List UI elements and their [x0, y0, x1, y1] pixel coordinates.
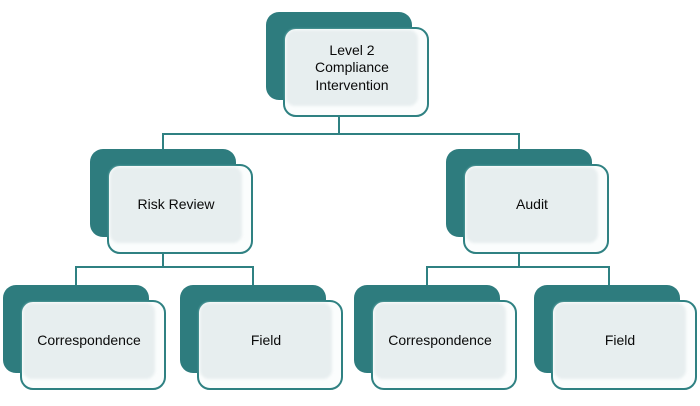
- node-label: Level 2 Compliance Intervention: [315, 41, 389, 93]
- node-label: Risk Review: [137, 196, 215, 213]
- card-inner-fill: [374, 303, 506, 379]
- card: Field: [197, 300, 343, 390]
- card: Field: [551, 300, 697, 390]
- card-inner-fill: [466, 167, 598, 243]
- card-inner-fill: [554, 303, 686, 379]
- connector-audit-horizontal: [426, 266, 610, 268]
- connector-risk-review-stem: [162, 248, 164, 268]
- connector-audit-drop: [518, 133, 520, 153]
- connector-audit-stem: [518, 248, 520, 268]
- card-inner-fill: [23, 303, 155, 379]
- connector-risk-review-horizontal: [75, 266, 254, 268]
- node-label: Correspondence: [37, 332, 141, 349]
- node-label: Correspondence: [388, 332, 492, 349]
- card-inner-fill: [286, 30, 418, 106]
- connector-rr-field-drop: [252, 266, 254, 288]
- connector-root-stem: [338, 110, 340, 135]
- connector-audit-field-drop: [608, 266, 610, 288]
- card: Risk Review: [107, 164, 253, 254]
- node-audit-correspondence: Correspondence: [354, 285, 519, 392]
- connector-rr-correspondence-drop: [75, 266, 77, 288]
- node-label: Audit: [516, 196, 548, 213]
- card: Level 2 Compliance Intervention: [283, 27, 429, 117]
- connector-audit-correspondence-drop: [426, 266, 428, 288]
- card-inner-fill: [110, 167, 242, 243]
- card-inner-fill: [200, 303, 332, 379]
- card: Correspondence: [20, 300, 166, 390]
- card: Audit: [463, 164, 609, 254]
- connector-level2-horizontal: [162, 133, 520, 135]
- node-label: Field: [604, 332, 636, 349]
- node-audit: Audit: [446, 149, 611, 256]
- node-risk-review-correspondence: Correspondence: [3, 285, 168, 392]
- card: Correspondence: [371, 300, 517, 390]
- node-risk-review: Risk Review: [90, 149, 255, 256]
- node-risk-review-field: Field: [180, 285, 345, 392]
- connector-risk-review-drop: [162, 133, 164, 153]
- node-audit-field: Field: [534, 285, 699, 392]
- node-level2-compliance-intervention: Level 2 Compliance Intervention: [266, 12, 431, 119]
- node-label: Field: [250, 332, 282, 349]
